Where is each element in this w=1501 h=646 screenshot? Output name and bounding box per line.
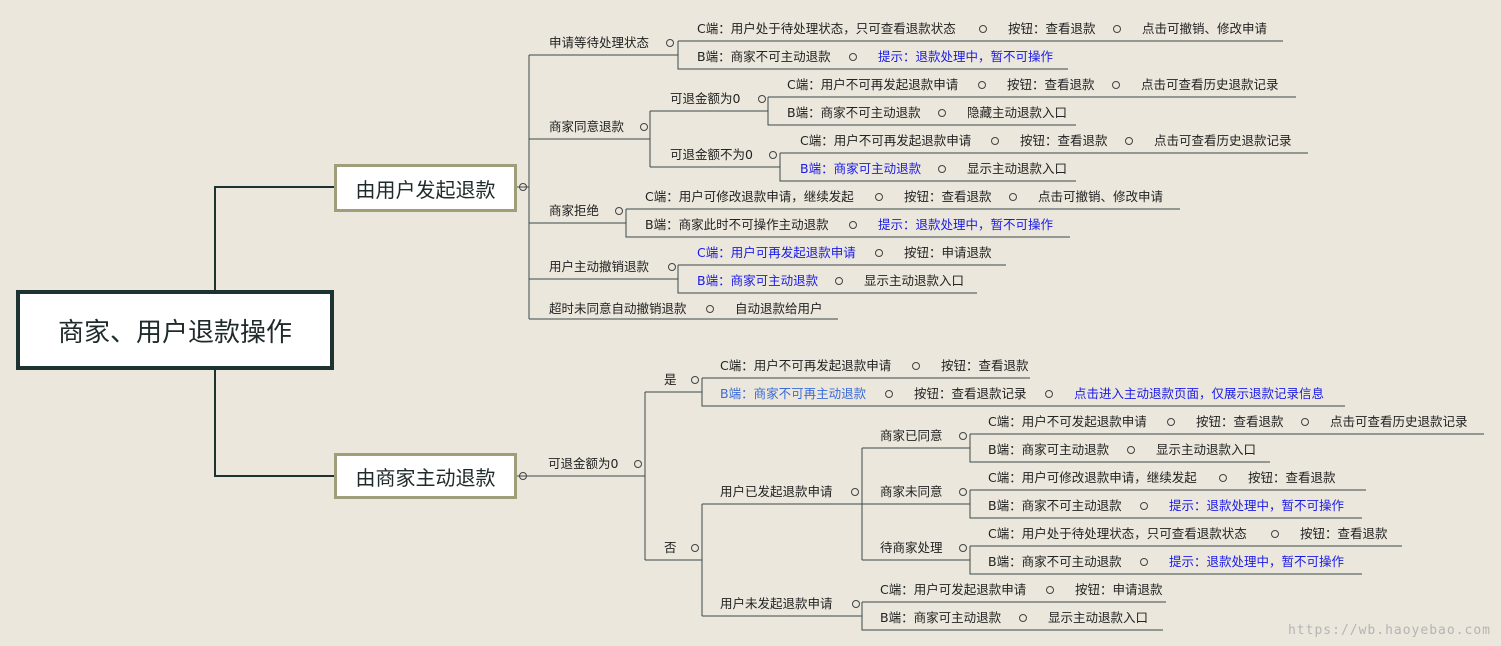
node-cancel-b[interactable]: B端：商家可主动退款 [697, 273, 819, 288]
node-agree-nonzero-b-tip[interactable]: 显示主动退款入口 [967, 161, 1068, 176]
node-agreed-c-action[interactable]: 点击可查看历史退款记录 [1330, 414, 1468, 429]
node-yes-b-action[interactable]: 点击进入主动退款页面，仅展示退款记录信息 [1074, 386, 1325, 401]
node-pending-c-action[interactable]: 点击可撤销、修改申请 [1142, 21, 1268, 36]
node-reject-b-tip[interactable]: 提示：退款处理中，暂不可操作 [878, 217, 1054, 232]
node-agreed-c-button[interactable]: 按钮：查看退款 [1196, 414, 1284, 429]
node-cancel-c-button[interactable]: 按钮：申请退款 [904, 245, 992, 260]
node-pending[interactable]: 申请等待处理状态 [549, 35, 650, 50]
node-waiting-b-tip[interactable]: 提示：退款处理中，暂不可操作 [1169, 554, 1345, 569]
node-agreed-c[interactable]: C端：用户不可发起退款申请 [988, 414, 1147, 429]
node-agree-zero-c-action[interactable]: 点击可查看历史退款记录 [1141, 77, 1279, 92]
node-reject[interactable]: 商家拒绝 [549, 203, 600, 218]
node-cancel-c[interactable]: C端：用户可再发起退款申请 [697, 245, 856, 260]
node-pending-c[interactable]: C端：用户处于待处理状态，只可查看退款状态 [697, 21, 956, 36]
node-agree[interactable]: 商家同意退款 [549, 119, 625, 134]
node-yes-c[interactable]: C端：用户不可再发起退款申请 [720, 358, 892, 373]
node-agreed[interactable]: 商家已同意 [880, 428, 943, 443]
branch-merchant-initiated[interactable]: 由商家主动退款 [334, 453, 517, 499]
node-reject-b[interactable]: B端：商家此时不可操作主动退款 [645, 217, 829, 232]
node-disagreed-b-tip[interactable]: 提示：退款处理中，暂不可操作 [1169, 498, 1345, 513]
node-yes[interactable]: 是 [664, 372, 677, 387]
root-node[interactable]: 商家、用户退款操作 [16, 290, 334, 370]
node-agree-nonzero-c-button[interactable]: 按钮：查看退款 [1020, 133, 1108, 148]
node-pending-c-button[interactable]: 按钮：查看退款 [1008, 21, 1096, 36]
node-agree-nonzero-c-action[interactable]: 点击可查看历史退款记录 [1154, 133, 1292, 148]
node-no[interactable]: 否 [664, 540, 677, 555]
node-agree-nonzero[interactable]: 可退金额不为0 [670, 147, 753, 162]
node-not-applied-c[interactable]: C端：用户可发起退款申请 [880, 582, 1027, 597]
branch-user-initiated[interactable]: 由用户发起退款 [334, 164, 517, 212]
node-not-applied-b-tip[interactable]: 显示主动退款入口 [1048, 610, 1149, 625]
node-agree-zero-b[interactable]: B端：商家不可主动退款 [787, 105, 921, 120]
node-not-applied-c-button[interactable]: 按钮：申请退款 [1075, 582, 1163, 597]
node-pending-b-tip[interactable]: 提示：退款处理中，暂不可操作 [878, 49, 1054, 64]
node-pending-b[interactable]: B端：商家不可主动退款 [697, 49, 831, 64]
node-cancel-b-tip[interactable]: 显示主动退款入口 [864, 273, 965, 288]
node-waiting[interactable]: 待商家处理 [880, 540, 943, 555]
node-timeout[interactable]: 超时未同意自动撤销退款 [549, 301, 687, 316]
node-amount-zero[interactable]: 可退金额为0 [548, 456, 619, 471]
node-reject-c-button[interactable]: 按钮：查看退款 [904, 189, 992, 204]
node-reject-c-action[interactable]: 点击可撤销、修改申请 [1038, 189, 1164, 204]
node-agree-zero-b-tip[interactable]: 隐藏主动退款入口 [967, 105, 1068, 120]
node-agree-zero-c-button[interactable]: 按钮：查看退款 [1007, 77, 1095, 92]
node-yes-b-button[interactable]: 按钮：查看退款记录 [914, 386, 1027, 401]
node-disagreed-b[interactable]: B端：商家不可主动退款 [988, 498, 1122, 513]
node-waiting-c[interactable]: C端：用户处于待处理状态，只可查看退款状态 [988, 526, 1247, 541]
node-waiting-b[interactable]: B端：商家不可主动退款 [988, 554, 1122, 569]
node-cancel[interactable]: 用户主动撤销退款 [549, 259, 650, 274]
node-disagreed[interactable]: 商家未同意 [880, 484, 943, 499]
node-yes-c-button[interactable]: 按钮：查看退款 [941, 358, 1029, 373]
watermark: https://wb.haoyebao.com [1287, 623, 1491, 638]
node-agreed-b-tip[interactable]: 显示主动退款入口 [1156, 442, 1257, 457]
node-disagreed-c-button[interactable]: 按钮：查看退款 [1248, 470, 1336, 485]
node-agree-zero[interactable]: 可退金额为0 [670, 91, 741, 106]
node-disagreed-c[interactable]: C端：用户可修改退款申请，继续发起 [988, 470, 1197, 485]
node-agree-nonzero-c[interactable]: C端：用户不可再发起退款申请 [800, 133, 972, 148]
node-yes-b[interactable]: B端：商家不可再主动退款 [720, 386, 867, 401]
node-agree-zero-c[interactable]: C端：用户不可再发起退款申请 [787, 77, 959, 92]
node-agree-nonzero-b[interactable]: B端：商家可主动退款 [800, 161, 922, 176]
node-applied[interactable]: 用户已发起退款申请 [720, 484, 833, 499]
node-not-applied[interactable]: 用户未发起退款申请 [720, 596, 833, 611]
node-timeout-result[interactable]: 自动退款给用户 [735, 301, 823, 316]
node-reject-c[interactable]: C端：用户可修改退款申请，继续发起 [645, 189, 854, 204]
node-waiting-c-button[interactable]: 按钮：查看退款 [1300, 526, 1388, 541]
node-agreed-b[interactable]: B端：商家可主动退款 [988, 442, 1110, 457]
node-not-applied-b[interactable]: B端：商家可主动退款 [880, 610, 1002, 625]
